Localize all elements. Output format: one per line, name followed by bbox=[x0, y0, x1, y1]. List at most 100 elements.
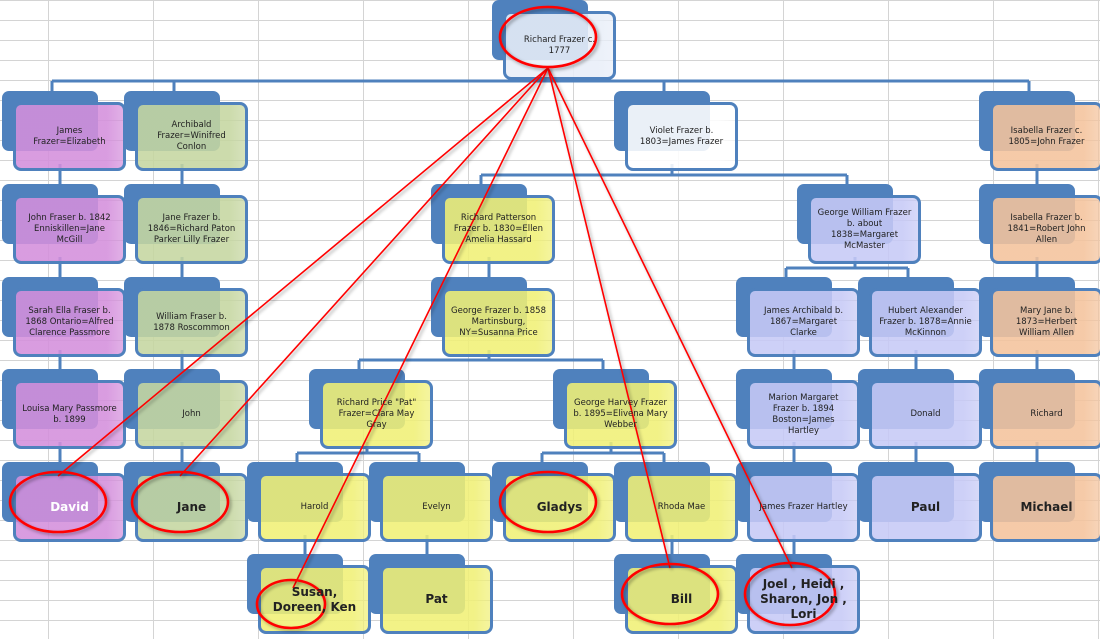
highlight-circle-gladys bbox=[498, 470, 598, 534]
node-box: Pat bbox=[380, 565, 493, 634]
node-label: John Fraser b. 1842 Enniskillen=Jane McG… bbox=[28, 213, 111, 245]
node-box: Violet Frazer b. 1803=James Frazer bbox=[625, 102, 738, 171]
node-label: Isabella Frazer c. 1805=John Frazer bbox=[1008, 125, 1085, 147]
highlight-circle-susan bbox=[255, 578, 327, 630]
node-label: Jane Frazer b. 1846=Richard Paton Parker… bbox=[147, 213, 236, 245]
node-box: Joel , Heidi , Sharon, Jon , Lori bbox=[747, 565, 860, 634]
node-box: Paul bbox=[869, 473, 982, 542]
person-node-evelyn[interactable]: Evelyn bbox=[369, 462, 493, 542]
node-label: Sarah Ella Fraser b. 1868 Ontario=Alfred… bbox=[25, 306, 114, 338]
person-node-richard-c[interactable]: Richard bbox=[979, 369, 1100, 449]
annotation-line-david bbox=[57, 67, 549, 477]
node-box: Richard Frazer c. 1777 bbox=[503, 11, 616, 80]
node-box: Jane Frazer b. 1846=Richard Paton Parker… bbox=[135, 195, 248, 264]
person-node-isabella[interactable]: Isabella Frazer c. 1805=John Frazer bbox=[979, 91, 1100, 171]
person-node-paul[interactable]: Paul bbox=[858, 462, 982, 542]
node-box: Marion Margaret Frazer b. 1894 Boston=Ja… bbox=[747, 380, 860, 449]
node-label: Hubert Alexander Frazer b. 1878=Annie Mc… bbox=[879, 306, 972, 338]
person-node-isabella2[interactable]: Isabella Frazer b. 1841=Robert John Alle… bbox=[979, 184, 1100, 264]
node-box: William Fraser b. 1878 Roscommon bbox=[135, 288, 248, 357]
node-label: Harold bbox=[300, 502, 329, 512]
person-node-michael[interactable]: Michael bbox=[979, 462, 1100, 542]
node-box: Archibald Frazer=Winifred Conlon bbox=[135, 102, 248, 171]
node-box: Isabella Frazer c. 1805=John Frazer bbox=[990, 102, 1100, 171]
node-label: James Frazer=Elizabeth bbox=[33, 125, 106, 147]
node-label: Rhoda Mae bbox=[657, 502, 706, 512]
node-box: Hubert Alexander Frazer b. 1878=Annie Mc… bbox=[869, 288, 982, 357]
person-node-richard-patterson[interactable]: Richard Patterson Frazer b. 1830=Ellen A… bbox=[431, 184, 555, 264]
node-label: George William Frazer b. about 1838=Marg… bbox=[817, 207, 912, 251]
person-node-john[interactable]: John bbox=[124, 369, 248, 449]
node-box: Michael bbox=[990, 473, 1100, 542]
node-box: Richard Price "Pat" Frazer=Clara May Gra… bbox=[320, 380, 433, 449]
node-label: Gladys bbox=[536, 500, 583, 514]
node-label: Violet Frazer b. 1803=James Frazer bbox=[639, 125, 724, 147]
node-box: John bbox=[135, 380, 248, 449]
node-label: Richard Patterson Frazer b. 1830=Ellen A… bbox=[453, 213, 544, 245]
node-box: James Frazer=Elizabeth bbox=[13, 102, 126, 171]
person-node-george-harvey[interactable]: George Harvey Frazer b. 1895=Elivena Mar… bbox=[553, 369, 677, 449]
node-label: Paul bbox=[910, 500, 941, 514]
node-label: Joel , Heidi , Sharon, Jon , Lori bbox=[760, 577, 847, 621]
person-node-harold[interactable]: Harold bbox=[247, 462, 371, 542]
person-node-richard-price[interactable]: Richard Price "Pat" Frazer=Clara May Gra… bbox=[309, 369, 433, 449]
person-node-william[interactable]: William Fraser b. 1878 Roscommon bbox=[124, 277, 248, 357]
node-box: Louisa Mary Passmore b. 1899 bbox=[13, 380, 126, 449]
node-box: James Archibald b. 1867=Margaret Clarke bbox=[747, 288, 860, 357]
node-label: George Frazer b. 1858 Martinsburg, NY=Su… bbox=[451, 306, 546, 338]
node-box: Rhoda Mae bbox=[625, 473, 738, 542]
node-box: Richard Patterson Frazer b. 1830=Ellen A… bbox=[442, 195, 555, 264]
node-label: William Fraser b. 1878 Roscommon bbox=[153, 311, 230, 333]
node-box: Richard bbox=[990, 380, 1100, 449]
node-label: David bbox=[50, 500, 89, 514]
highlight-circle-richard bbox=[498, 5, 598, 69]
person-node-hubert[interactable]: Hubert Alexander Frazer b. 1878=Annie Mc… bbox=[858, 277, 982, 357]
person-node-archibald[interactable]: Archibald Frazer=Winifred Conlon bbox=[124, 91, 248, 171]
person-node-james-hartley[interactable]: James Frazer Hartley bbox=[736, 462, 860, 542]
node-label: Richard bbox=[1030, 409, 1063, 419]
person-node-violet[interactable]: Violet Frazer b. 1803=James Frazer bbox=[614, 91, 738, 171]
node-box: George Harvey Frazer b. 1895=Elivena Mar… bbox=[564, 380, 677, 449]
person-node-george[interactable]: George Frazer b. 1858 Martinsburg, NY=Su… bbox=[431, 277, 555, 357]
person-node-pat[interactable]: Pat bbox=[369, 554, 493, 634]
annotation-line-joel bbox=[547, 67, 793, 569]
person-node-susan[interactable]: Susan, Doreen, Ken bbox=[247, 554, 371, 634]
person-node-jane-frazer[interactable]: Jane Frazer b. 1846=Richard Paton Parker… bbox=[124, 184, 248, 264]
person-node-marion[interactable]: Marion Margaret Frazer b. 1894 Boston=Ja… bbox=[736, 369, 860, 449]
node-label: Susan, Doreen, Ken bbox=[272, 584, 357, 614]
node-box: Susan, Doreen, Ken bbox=[258, 565, 371, 634]
node-label: Louisa Mary Passmore b. 1899 bbox=[22, 403, 117, 425]
node-label: Richard Price "Pat" Frazer=Clara May Gra… bbox=[336, 398, 417, 430]
highlight-circle-joel bbox=[743, 561, 837, 627]
person-node-mary-jane[interactable]: Mary Jane b. 1873=Herbert William Allen bbox=[979, 277, 1100, 357]
highlight-circle-jane bbox=[130, 470, 230, 534]
person-node-sarah[interactable]: Sarah Ella Fraser b. 1868 Ontario=Alfred… bbox=[2, 277, 126, 357]
node-label: Pat bbox=[425, 592, 448, 606]
highlight-circle-david bbox=[8, 470, 108, 534]
person-node-james-archibald[interactable]: James Archibald b. 1867=Margaret Clarke bbox=[736, 277, 860, 357]
node-box: George William Frazer b. about 1838=Marg… bbox=[808, 195, 921, 264]
person-node-rhoda[interactable]: Rhoda Mae bbox=[614, 462, 738, 542]
node-box: George Frazer b. 1858 Martinsburg, NY=Su… bbox=[442, 288, 555, 357]
person-node-james[interactable]: James Frazer=Elizabeth bbox=[2, 91, 126, 171]
node-label: Donald bbox=[910, 409, 941, 419]
node-box: John Fraser b. 1842 Enniskillen=Jane McG… bbox=[13, 195, 126, 264]
node-label: Richard Frazer c. 1777 bbox=[523, 34, 596, 56]
node-box: Mary Jane b. 1873=Herbert William Allen bbox=[990, 288, 1100, 357]
node-label: Evelyn bbox=[422, 502, 451, 512]
node-label: Archibald Frazer=Winifred Conlon bbox=[157, 120, 226, 152]
node-label: Michael bbox=[1020, 500, 1073, 514]
node-label: George Harvey Frazer b. 1895=Elivena Mar… bbox=[573, 398, 668, 430]
annotation-line-bill bbox=[547, 67, 671, 569]
node-label: Jane bbox=[176, 500, 207, 514]
highlight-circle-bill bbox=[620, 562, 720, 626]
person-node-john-fraser[interactable]: John Fraser b. 1842 Enniskillen=Jane McG… bbox=[2, 184, 126, 264]
node-box: Isabella Frazer b. 1841=Robert John Alle… bbox=[990, 195, 1100, 264]
annotation-line-jane bbox=[179, 67, 549, 477]
node-box: James Frazer Hartley bbox=[747, 473, 860, 542]
person-node-george-william[interactable]: George William Frazer b. about 1838=Marg… bbox=[797, 184, 921, 264]
node-box: David bbox=[13, 473, 126, 542]
person-node-louisa[interactable]: Louisa Mary Passmore b. 1899 bbox=[2, 369, 126, 449]
